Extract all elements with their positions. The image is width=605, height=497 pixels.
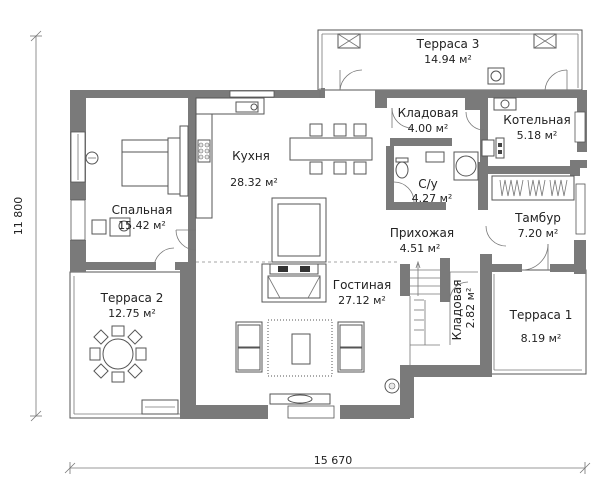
room-name-living: Гостиная xyxy=(333,278,391,292)
room-area-terrace-1: 8.19 м² xyxy=(521,332,562,345)
dimension-height: 11 800 xyxy=(12,30,42,422)
vestibule-wardrobe xyxy=(491,175,575,201)
room-area-boiler: 5.18 м² xyxy=(517,129,558,142)
room-name-hall: Прихожая xyxy=(390,226,454,240)
staircase xyxy=(410,260,478,345)
boiler-equipment xyxy=(481,97,517,159)
room-area-storage-1: 4.00 м² xyxy=(408,122,449,135)
room-name-storage-2: Кладовая xyxy=(450,280,464,341)
room-name-bedroom: Спальная xyxy=(112,203,173,217)
room-area-hall: 4.51 м² xyxy=(400,242,441,255)
bathroom-fixtures xyxy=(395,151,479,181)
dimension-width: 15 670 xyxy=(64,454,591,474)
room-area-terrace-2: 12.75 м² xyxy=(108,307,156,320)
room-name-terrace-2: Терраса 2 xyxy=(100,291,164,305)
height-dimension-label: 11 800 xyxy=(12,197,25,236)
width-dimension-label: 15 670 xyxy=(314,454,353,467)
room-name-wc: С/у xyxy=(418,177,438,191)
bedroom-furniture xyxy=(85,125,189,237)
room-area-terrace-3: 14.94 м² xyxy=(424,53,472,66)
room-area-storage-2: 2.82 м² xyxy=(464,288,477,329)
room-area-living: 27.12 м² xyxy=(338,294,386,307)
terrace-1-outline xyxy=(489,269,587,375)
kitchen-furniture xyxy=(195,97,373,263)
room-name-terrace-3: Терраса 3 xyxy=(416,37,480,51)
room-labels: Терраса 3 14.94 м² Кладовая 4.00 м² Коте… xyxy=(100,37,573,345)
terrace-2-table xyxy=(89,325,147,383)
room-name-storage-1: Кладовая xyxy=(398,106,459,120)
room-name-terrace-1: Терраса 1 xyxy=(509,308,573,322)
room-area-wc: 4.27 м² xyxy=(412,192,453,205)
room-name-kitchen: Кухня xyxy=(232,149,270,163)
room-name-vestibule: Тамбур xyxy=(514,211,561,225)
windows xyxy=(70,90,586,419)
terrace-2-outline xyxy=(69,271,183,419)
room-area-bedroom: 15.42 м² xyxy=(118,219,166,232)
fireplace xyxy=(261,263,327,303)
living-furniture xyxy=(235,319,400,405)
terrace-3-details xyxy=(487,67,505,85)
room-area-kitchen: 28.32 м² xyxy=(230,176,278,189)
room-area-vestibule: 7.20 м² xyxy=(518,227,559,240)
room-name-boiler: Котельная xyxy=(503,113,570,127)
